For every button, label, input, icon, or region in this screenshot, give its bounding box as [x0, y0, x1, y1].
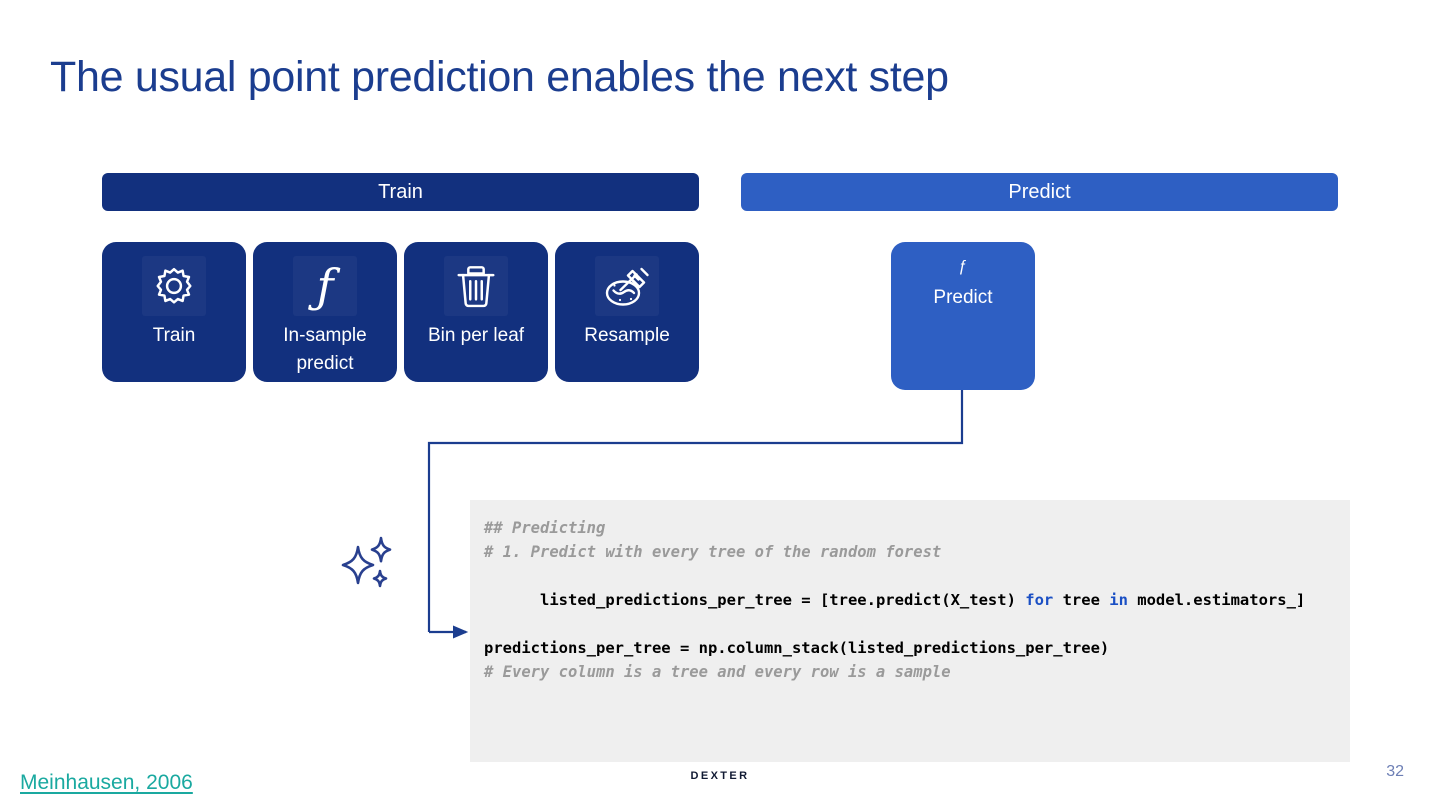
code-token-plain: model.estimators_]: [1127, 591, 1306, 609]
code-line-comment-3: # Every column is a tree and every row i…: [484, 663, 951, 681]
step-card-resample[interactable]: Resample: [555, 242, 699, 382]
phase-header-predict-label: Predict: [1008, 180, 1071, 203]
code-line-comment-2: # 1. Predict with every tree of the rand…: [484, 543, 942, 561]
step-card-predict[interactable]: ƒ Predict: [891, 242, 1035, 390]
code-token-keyword-in: in: [1109, 591, 1128, 609]
citation-link[interactable]: Meinhausen, 2006: [20, 771, 193, 794]
step-card-bin-per-leaf-label: Bin per leaf: [427, 325, 525, 346]
function-f-glyph: ƒ: [316, 259, 334, 313]
step-card-in-sample-predict[interactable]: ƒ In-sample predict: [253, 242, 397, 382]
sparkles-icon: [341, 536, 392, 588]
gear-icon: [142, 256, 206, 316]
function-f-glyph: ƒ: [958, 258, 968, 275]
code-token-plain: tree: [1053, 591, 1110, 609]
brand-logo: DEXTER: [690, 770, 750, 782]
step-card-in-sample-predict-label: In-sample predict: [283, 325, 367, 374]
step-card-predict-label: Predict: [933, 287, 993, 308]
function-f-icon: ƒ: [293, 256, 357, 316]
step-card-bin-per-leaf[interactable]: Bin per leaf: [404, 242, 548, 382]
code-line-statement-1: listed_predictions_per_tree = [tree.pred…: [484, 564, 1336, 636]
code-line-comment-1: ## Predicting: [484, 519, 606, 537]
phase-header-predict: Predict: [741, 173, 1338, 211]
trash-bin-icon: [444, 256, 508, 316]
code-line-statement-2: predictions_per_tree = np.column_stack(l…: [484, 639, 1110, 657]
step-card-train-label: Train: [152, 325, 196, 346]
pipette-petri-dish-icon: [595, 256, 659, 316]
page-number: 32: [1386, 763, 1404, 780]
train-steps-row: Train ƒ In-sample predict Bin per leaf: [102, 242, 699, 382]
code-token-keyword-for: for: [1025, 591, 1054, 609]
function-f-icon: ƒ: [959, 258, 968, 276]
page-title: The usual point prediction enables the n…: [50, 53, 949, 101]
step-card-train[interactable]: Train: [102, 242, 246, 382]
code-token-plain: listed_predictions_per_tree = [tree.pred…: [540, 591, 1026, 609]
phase-header-train: Train: [102, 173, 699, 211]
step-card-resample-label: Resample: [584, 325, 670, 346]
code-block: ## Predicting # 1. Predict with every tr…: [470, 500, 1350, 762]
phase-header-train-label: Train: [378, 180, 423, 203]
